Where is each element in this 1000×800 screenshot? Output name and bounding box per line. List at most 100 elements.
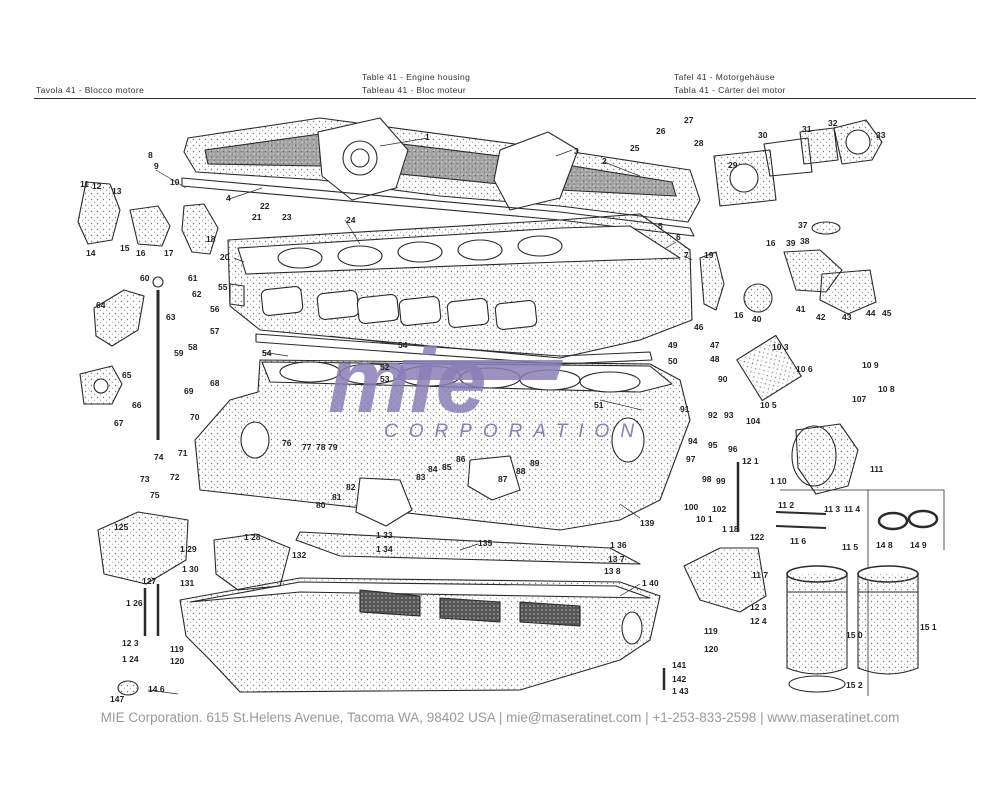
callout: 13 [112, 186, 122, 196]
filler-cap-37 [811, 221, 841, 235]
callout: 49 [668, 340, 678, 350]
callout: 57 [210, 326, 220, 336]
callout: 3 [574, 146, 579, 156]
callout: 88 [516, 466, 526, 476]
fitting-17 [129, 205, 171, 247]
main-bearing-cap-125 [97, 511, 189, 585]
callout: 32 [828, 118, 838, 128]
callout: 41 [796, 304, 806, 314]
callout: 71 [178, 448, 188, 458]
callout: 64 [96, 300, 106, 310]
callout: 1 43 [672, 686, 689, 696]
callout: 33 [876, 130, 886, 140]
callout: 62 [192, 289, 202, 299]
callout: 1 28 [244, 532, 261, 542]
callout: 2 [602, 156, 607, 166]
callout: 14 [86, 248, 96, 258]
callout: 16 [136, 248, 146, 258]
callout: 1 33 [376, 530, 393, 540]
gasket-30 [763, 137, 813, 177]
callout: 7 [684, 250, 689, 260]
callout: 60 [140, 273, 150, 283]
footer-contact: MIE Corporation. 615 St.Helens Avenue, T… [100, 710, 900, 725]
callout: 51 [594, 400, 604, 410]
callout: 78 [316, 442, 326, 452]
callout: 25 [630, 143, 640, 153]
plug-55 [229, 283, 245, 307]
oil-sump [179, 577, 661, 693]
callout: 75 [150, 490, 160, 500]
callout: 13 8 [604, 566, 621, 576]
flange-31 [799, 127, 839, 165]
callout: 54 [398, 340, 408, 350]
callout: 24 [346, 215, 356, 225]
liner-seal-149 [907, 509, 939, 529]
callout: 120 [704, 644, 718, 654]
callout: 14 9 [910, 540, 927, 550]
callout: 86 [456, 454, 466, 464]
callout: 80 [316, 500, 326, 510]
callout: 39 [786, 238, 796, 248]
callout: 68 [210, 378, 220, 388]
watermark-logo: mie [328, 330, 487, 432]
callout: 12 [92, 181, 102, 191]
callout: 15 [120, 243, 130, 253]
callout: 87 [498, 474, 508, 484]
callout: 13 7 [608, 554, 625, 564]
callout: 70 [190, 412, 200, 422]
callout: 82 [346, 482, 356, 492]
callout: 1 [425, 132, 430, 142]
callout: 37 [798, 220, 808, 230]
main-bearing-cap-128 [213, 533, 291, 591]
callout: 11 5 [842, 542, 858, 552]
callout: 1 34 [376, 544, 393, 554]
callout: 26 [656, 126, 666, 136]
callout: 98 [702, 474, 712, 484]
callout: 84 [428, 464, 438, 474]
callout: 48 [710, 354, 720, 364]
callout: 43 [842, 312, 852, 322]
callout: 10 8 [878, 384, 895, 394]
callout: 6 [676, 232, 681, 242]
callout: 79 [328, 442, 338, 452]
callout: 119 [170, 644, 184, 654]
callout: 10 1 [696, 514, 713, 524]
leader-lines [147, 137, 693, 695]
callout: 147 [110, 694, 124, 704]
engine-block [194, 359, 691, 531]
callout: 30 [758, 130, 768, 140]
callout: 10 5 [760, 400, 777, 410]
water-fitting-14 [77, 181, 121, 245]
callout: 40 [752, 314, 762, 324]
callout: 9 [154, 161, 159, 171]
callout: 93 [724, 410, 734, 420]
callout: 52 [380, 362, 390, 372]
baffle-plate [295, 531, 641, 565]
callout: 12 3 [122, 638, 139, 648]
callout: 104 [746, 416, 760, 426]
callout: 8 [148, 150, 153, 160]
header-spanish: Tabla 41 - Cárter del motor [674, 85, 786, 95]
callout: 45 [882, 308, 892, 318]
callout: 46 [694, 322, 704, 332]
callout: 15 0 [846, 630, 863, 640]
callout: 1 40 [642, 578, 659, 588]
callout: 1 18 [722, 524, 739, 534]
callout: 1 29 [180, 544, 197, 554]
gasket-110 [791, 425, 837, 487]
callout: 125 [114, 522, 128, 532]
callout: 23 [282, 212, 292, 222]
callout: 10 [170, 177, 180, 187]
callout: 11 4 [844, 504, 860, 514]
callout: 22 [260, 201, 270, 211]
callout: 59 [174, 348, 184, 358]
outlet-43 [819, 269, 877, 315]
header-german: Tafel 41 - Motorgehäuse [674, 72, 775, 82]
callout: 5 [658, 221, 663, 231]
bearing-cap-117 [683, 547, 767, 613]
callout: 1 24 [122, 654, 139, 664]
callout: 11 6 [790, 536, 806, 546]
callout: 139 [640, 518, 654, 528]
callout: 85 [442, 462, 452, 472]
head-gasket [255, 333, 653, 365]
